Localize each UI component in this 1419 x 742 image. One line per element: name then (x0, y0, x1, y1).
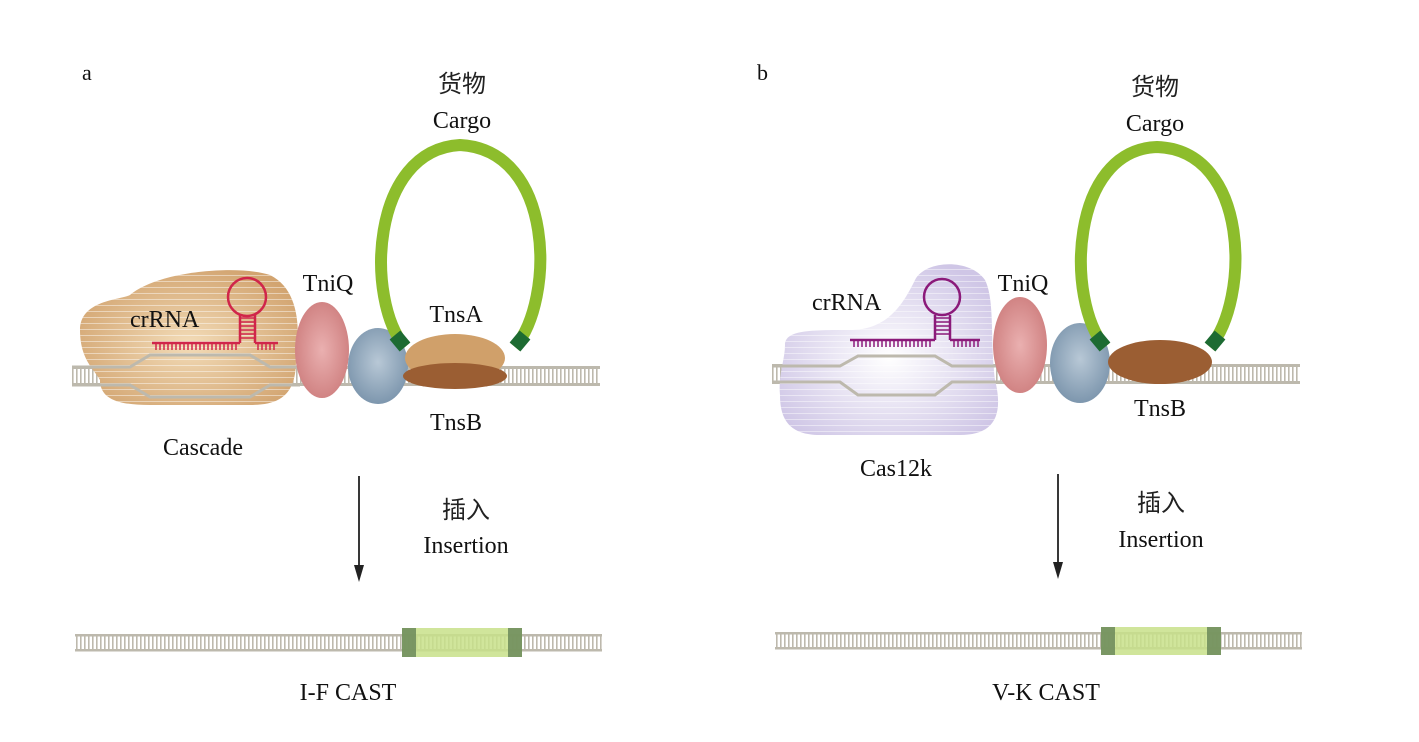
tniq-label-a: TniQ (303, 271, 354, 297)
insertion-label-cn-a: 插入 (442, 496, 490, 524)
cargo-label-cn: 货物 (438, 70, 486, 98)
product-dna-b (775, 627, 1302, 655)
tnsb-label-a: TnsB (430, 410, 482, 436)
cas12k-label: Cas12k (860, 456, 932, 482)
insertion-label-en-a: Insertion (423, 533, 508, 559)
inserted-cargo-a (402, 628, 522, 657)
crRNA-label-a: crRNA (130, 307, 200, 333)
product-dna-a (75, 628, 602, 657)
cargo-loop-b (1074, 140, 1242, 351)
inserted-cargo-b (1101, 627, 1221, 655)
tnsb-label-b: TnsB (1134, 396, 1186, 422)
tnsa-label: TnsA (429, 302, 483, 328)
tnsc-protein-a (348, 328, 408, 404)
system-label-a: I-F CAST (300, 680, 397, 706)
tnsb-protein-a (403, 363, 507, 389)
tniq-protein-b (993, 297, 1047, 393)
cargo-loop-a (375, 138, 547, 351)
insertion-label-cn-b: 插入 (1137, 489, 1185, 517)
crRNA-b (850, 277, 980, 342)
cargo-label-en-b: Cargo (1126, 111, 1184, 137)
tniq-protein-a (295, 302, 349, 398)
cascade-label: Cascade (163, 435, 243, 461)
panel-a: a 货物 Cargo crRNA TniQ (72, 60, 602, 706)
panel-label-a: a (82, 60, 92, 85)
crRNA-label-b: crRNA (812, 290, 882, 316)
panel-label-b: b (757, 60, 768, 85)
tniq-label-b: TniQ (998, 271, 1049, 297)
panel-b: b 货物 Cargo crRNA TniQ TnsB Cas12k (757, 60, 1302, 706)
cargo-label-en: Cargo (433, 108, 491, 134)
cargo-label-cn-b: 货物 (1131, 73, 1179, 101)
tnsb-protein-b (1108, 340, 1212, 384)
system-label-b: V-K CAST (992, 680, 1100, 706)
insertion-label-en-b: Insertion (1118, 527, 1203, 553)
